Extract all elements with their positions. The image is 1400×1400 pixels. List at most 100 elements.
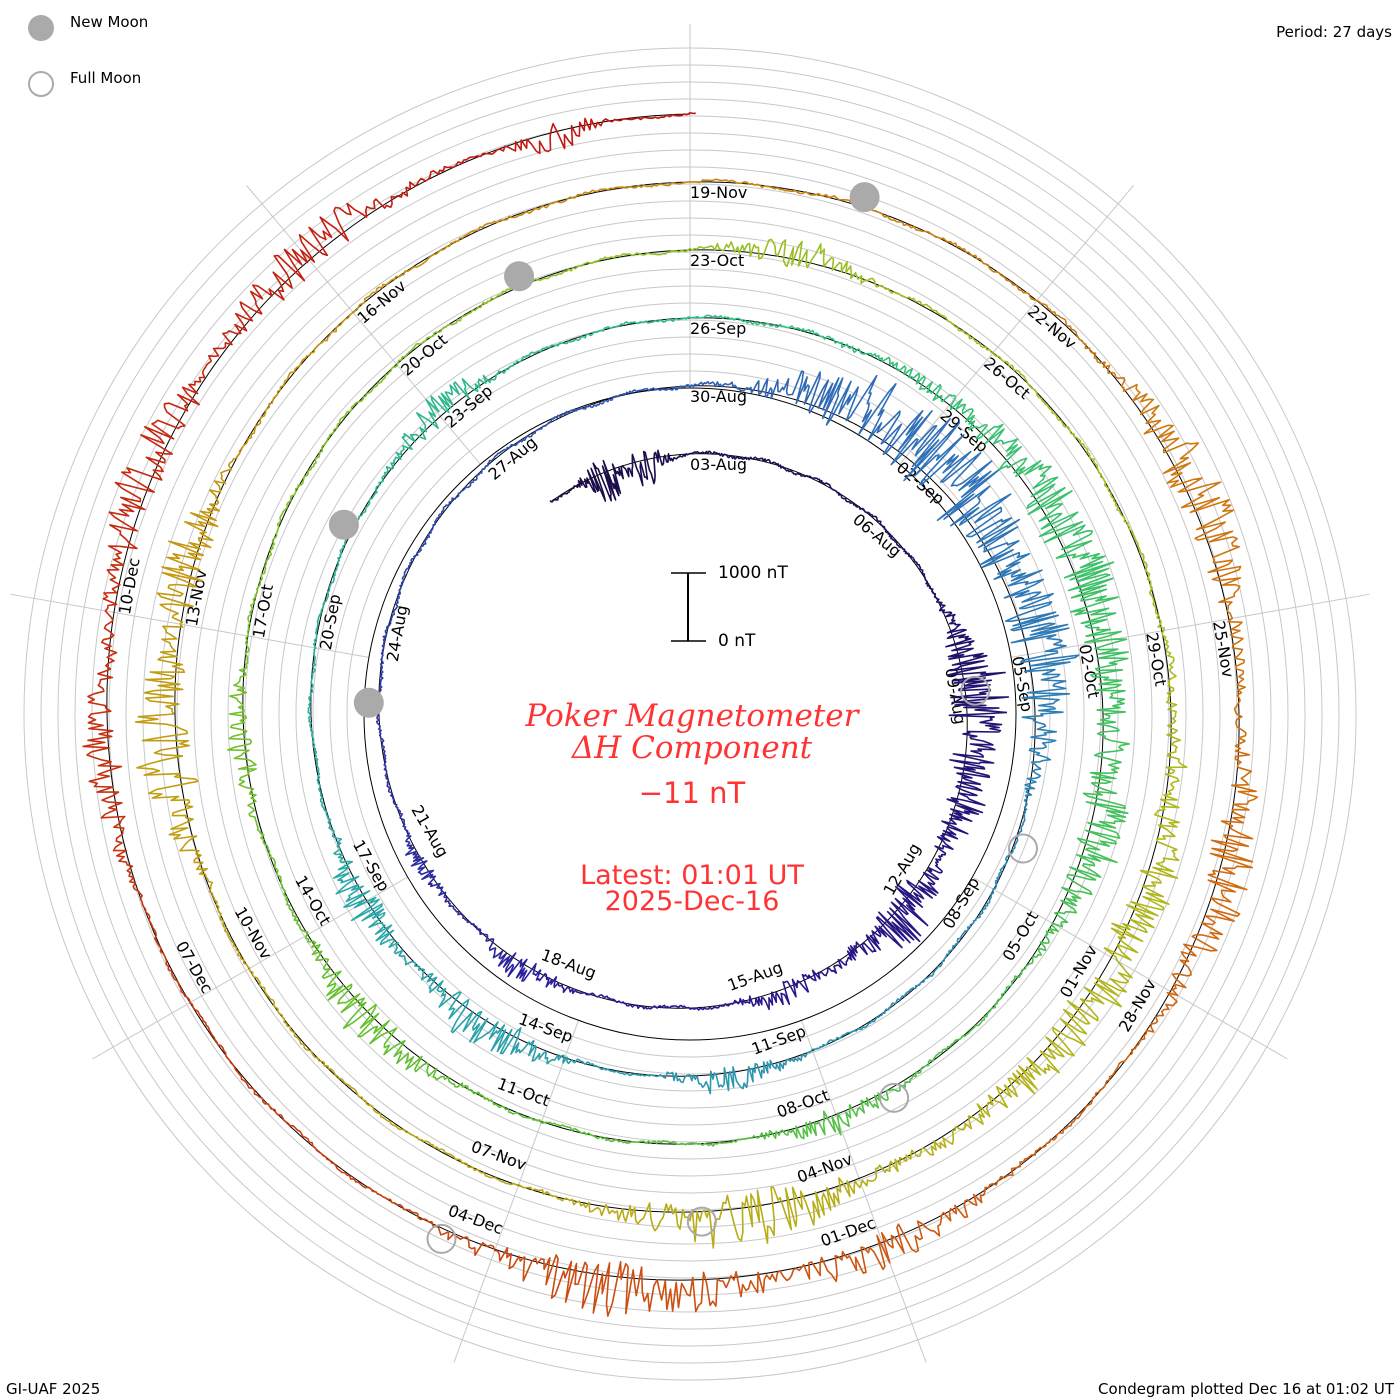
trace-segment bbox=[488, 439, 523, 463]
trace-segment bbox=[97, 613, 118, 683]
trace-segment bbox=[108, 471, 155, 550]
trace-segment bbox=[696, 1066, 742, 1095]
trace-segment bbox=[320, 403, 356, 449]
trace-segment bbox=[529, 1117, 581, 1133]
date-label: 07-Nov bbox=[469, 1137, 529, 1174]
trace-segment bbox=[631, 449, 664, 487]
scale-bar-bottom-label: 0 nT bbox=[718, 631, 756, 651]
trace-segment bbox=[1079, 947, 1133, 1010]
grid-spoke bbox=[10, 593, 370, 658]
trace-segment bbox=[313, 306, 360, 353]
trace-segment bbox=[1004, 601, 1070, 644]
trace-segment bbox=[925, 1033, 968, 1067]
trace-segment bbox=[949, 748, 996, 786]
trace-segment bbox=[1084, 630, 1129, 682]
trace-segment bbox=[291, 913, 323, 961]
trace-segment bbox=[320, 569, 338, 612]
trace-segment bbox=[746, 377, 790, 400]
trace-segment bbox=[571, 1058, 613, 1072]
trace-segment bbox=[102, 545, 125, 615]
trace-segment bbox=[975, 423, 1022, 471]
trace-segment bbox=[1019, 640, 1080, 687]
trace-segment bbox=[386, 1119, 442, 1151]
trace-segment bbox=[1139, 848, 1180, 911]
trace-segment bbox=[1069, 829, 1121, 881]
trace-segment bbox=[409, 235, 465, 271]
new-moon-marker bbox=[849, 182, 880, 213]
full-moon-marker bbox=[1008, 833, 1039, 864]
trace-segment bbox=[955, 1086, 1008, 1131]
trace-segment bbox=[568, 988, 605, 998]
trace-segment bbox=[686, 112, 696, 116]
trace-segment bbox=[890, 410, 965, 482]
trace-segment bbox=[1164, 727, 1188, 788]
grid-spoke bbox=[1010, 593, 1370, 658]
trace-segment bbox=[818, 1029, 857, 1049]
trace-segment bbox=[497, 952, 542, 982]
trace-segment bbox=[156, 565, 204, 630]
date-label: 01-Dec bbox=[818, 1213, 878, 1250]
trace-segment bbox=[816, 477, 843, 498]
trace-segment bbox=[418, 153, 484, 182]
trace-segment bbox=[1103, 901, 1164, 961]
trace-segment bbox=[482, 136, 552, 155]
trace-segment bbox=[994, 846, 1016, 883]
trace-segment bbox=[1027, 486, 1093, 544]
trace-segment bbox=[770, 978, 810, 1006]
trace-segment bbox=[821, 374, 878, 426]
trace-segment bbox=[535, 969, 571, 994]
trace-segment bbox=[1207, 536, 1242, 609]
trace-segment bbox=[860, 1220, 928, 1271]
trace-segment bbox=[591, 321, 638, 336]
trace-segment bbox=[1031, 920, 1069, 960]
trace-segment bbox=[658, 1271, 730, 1313]
trace-segment bbox=[548, 333, 593, 349]
trace-segment bbox=[1066, 325, 1114, 374]
grid-spoke bbox=[972, 876, 1288, 1060]
trace-segment bbox=[590, 252, 646, 264]
date-label: 03-Aug bbox=[690, 455, 747, 474]
trace-segment bbox=[427, 873, 453, 908]
trace-segment bbox=[237, 758, 257, 815]
trace-segment bbox=[354, 180, 420, 218]
trace-segment bbox=[1070, 577, 1119, 638]
trace-segment bbox=[866, 277, 921, 303]
trace-segment bbox=[162, 953, 200, 1014]
trace-segment bbox=[636, 1004, 673, 1010]
trace-segment bbox=[227, 934, 263, 988]
trace-segment bbox=[236, 1071, 287, 1123]
trace-segment bbox=[350, 903, 395, 948]
trace-segment bbox=[919, 450, 1001, 498]
trace-segment bbox=[579, 1131, 632, 1145]
trace-segment bbox=[757, 238, 817, 269]
trace-segment bbox=[400, 412, 439, 453]
trace-segment bbox=[727, 316, 775, 327]
trace-segment bbox=[946, 642, 1006, 682]
trace-segment bbox=[926, 843, 954, 881]
trace-segment bbox=[591, 391, 630, 409]
trace-segment bbox=[507, 346, 549, 370]
trace-segment bbox=[890, 981, 925, 1007]
trace-segment bbox=[1015, 284, 1068, 327]
trace-segment bbox=[198, 1013, 239, 1073]
trace-segment bbox=[786, 1110, 842, 1140]
trace-segment bbox=[654, 1071, 698, 1084]
trace-segment bbox=[208, 301, 263, 362]
date-label: 07-Dec bbox=[172, 938, 217, 997]
trace-segment bbox=[319, 958, 361, 1014]
new-moon-marker bbox=[353, 687, 384, 718]
trace-segment bbox=[919, 301, 968, 335]
trace-segment bbox=[461, 368, 509, 392]
date-label: 16-Nov bbox=[354, 276, 410, 327]
date-label: 29-Oct bbox=[1142, 631, 1170, 688]
trace-segment bbox=[993, 568, 1054, 610]
trace-segment bbox=[1209, 808, 1254, 875]
trace-segment bbox=[1155, 612, 1175, 671]
trace-segment bbox=[945, 612, 975, 648]
trace-segment bbox=[693, 450, 726, 457]
trace-segment bbox=[672, 1194, 736, 1249]
trace-segment bbox=[627, 387, 669, 394]
chart-title: Poker Magnetometer bbox=[525, 698, 859, 734]
trace-segment bbox=[941, 393, 986, 431]
